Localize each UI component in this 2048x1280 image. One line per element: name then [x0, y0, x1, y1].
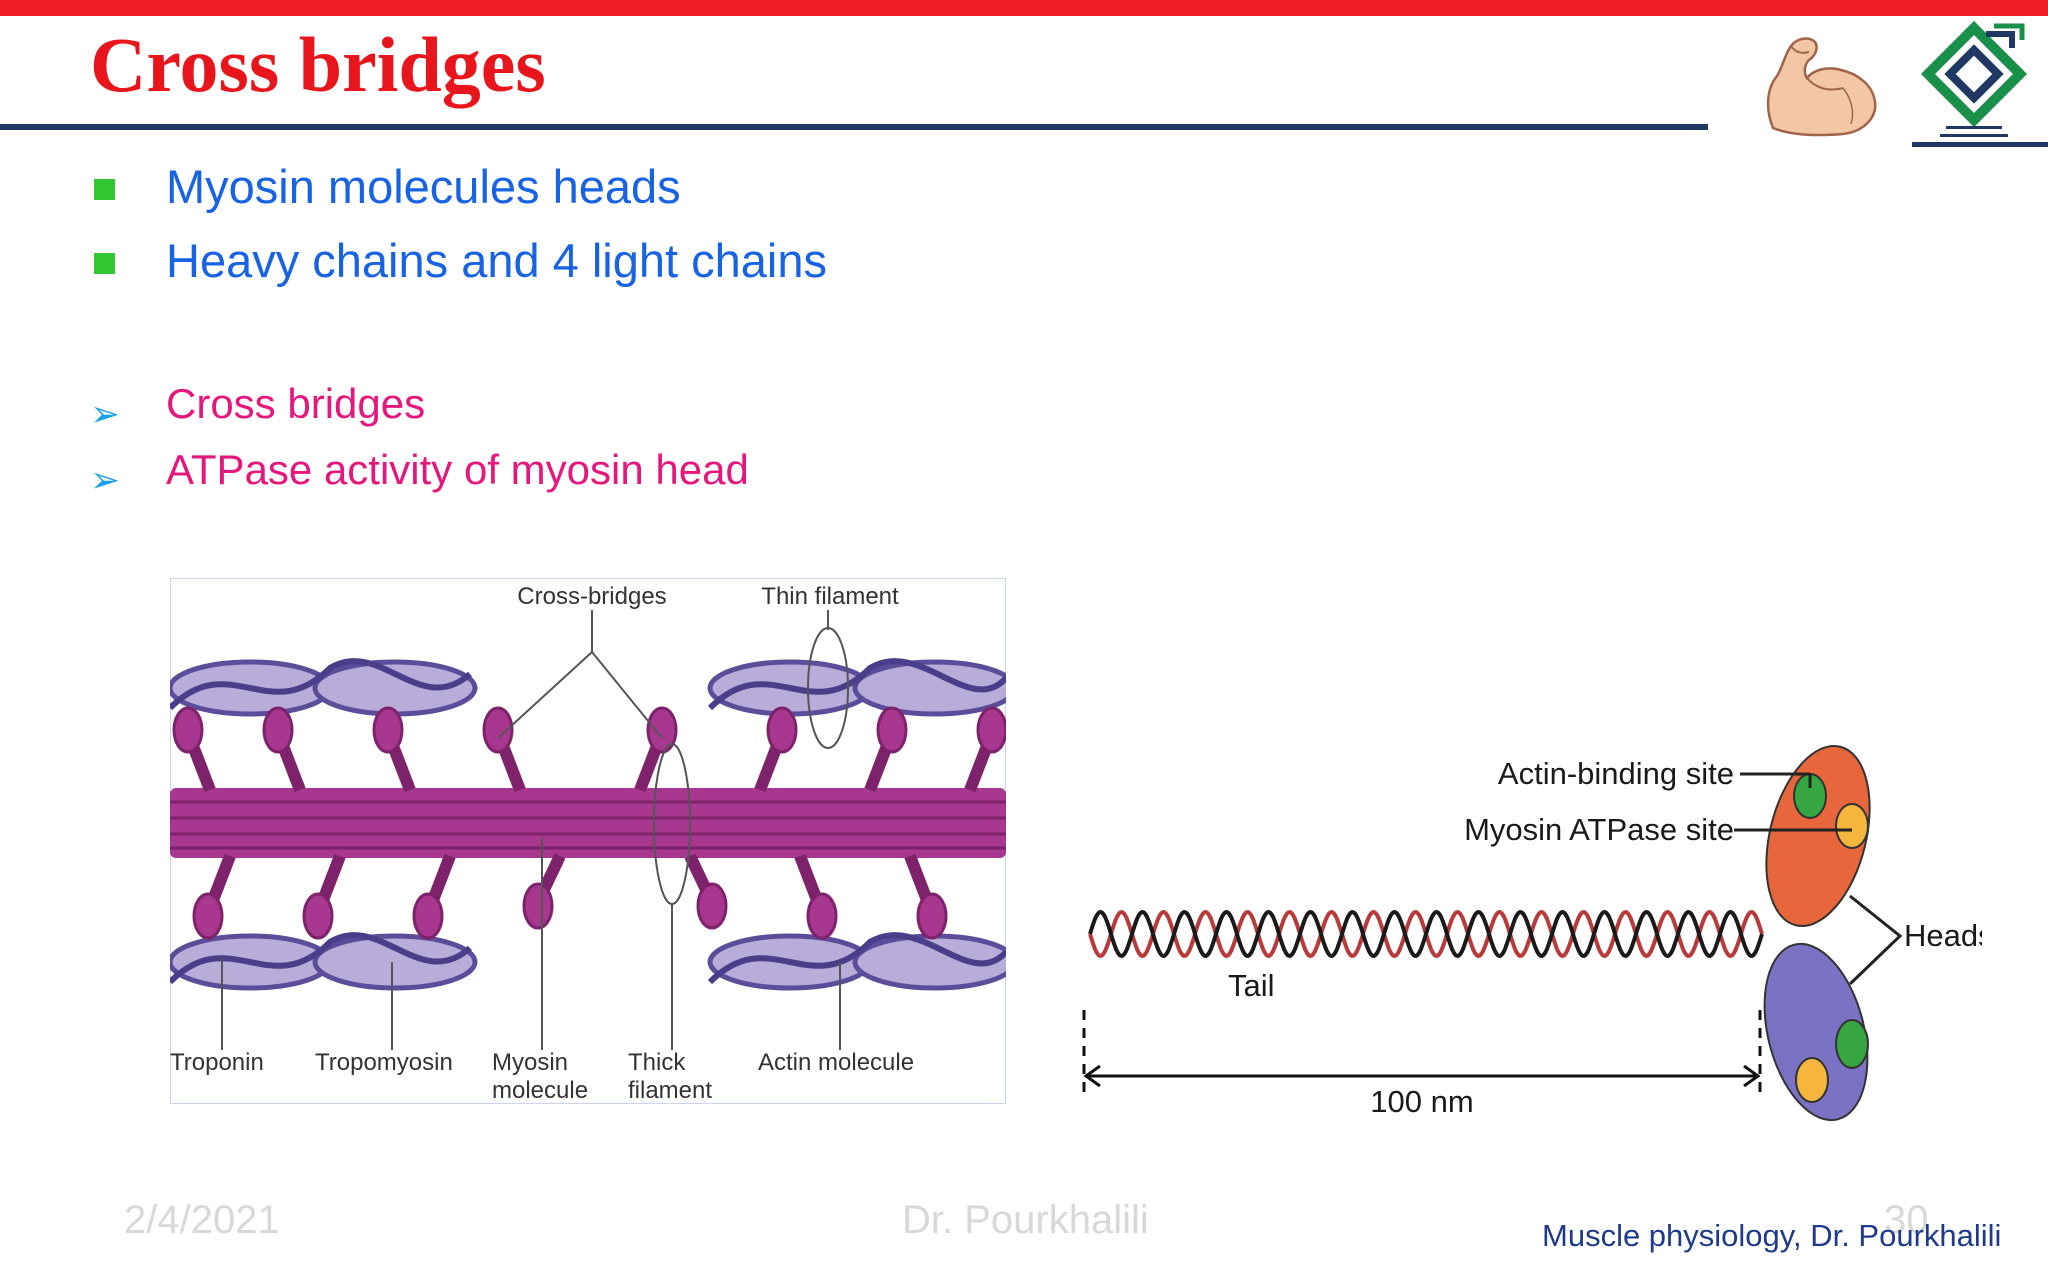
arrow-bullet-icon: ➢ — [90, 459, 121, 500]
filament-diagram: Cross-bridges Thin filament Troponin Tro… — [170, 578, 1006, 1104]
myosin-tail — [1088, 909, 1764, 959]
footer-page-number: 30 — [1884, 1198, 1929, 1242]
label-myosin-line1: Myosin — [492, 1049, 568, 1076]
label-length: 100 nm — [1370, 1084, 1473, 1119]
length-scale-bar — [1082, 1010, 1762, 1094]
university-logo-icon — [1920, 20, 2028, 137]
sub-bullet-text: Cross bridges — [166, 380, 426, 427]
flexed-arm-icon — [1766, 37, 1877, 137]
label-thick-line2: filament — [628, 1077, 712, 1104]
logo-underline — [1912, 142, 2048, 147]
footer-author: Dr. Pourkhalili — [902, 1198, 1149, 1242]
bullet-text: Heavy chains and 4 light chains — [166, 234, 828, 287]
label-actin-molecule: Actin molecule — [758, 1049, 914, 1076]
label-thin-filament: Thin filament — [761, 583, 899, 610]
myosin-head-bottom — [1763, 942, 1869, 1122]
square-bullet-icon — [94, 253, 115, 274]
thin-filament-bottom-right — [707, 932, 1006, 991]
thin-filament-top-left — [170, 658, 478, 717]
label-myosin-line2: molecule — [492, 1077, 588, 1104]
footer-date: 2/4/2021 — [124, 1198, 280, 1242]
footer-course-credit: Muscle physiology, Dr. Pourkhalili — [1542, 1218, 2002, 1253]
label-heads: Heads — [1904, 918, 1982, 953]
sub-bullet-text: ATPase activity of myosin head — [166, 446, 749, 493]
bullet-item: Heavy chains and 4 light chains — [90, 229, 827, 303]
title-underline — [0, 124, 1708, 130]
arrow-bullet-icon: ➢ — [90, 393, 121, 434]
thin-filament-bottom-left — [170, 932, 478, 991]
myosin-heads — [172, 706, 1006, 940]
myosin-head-top — [1765, 744, 1871, 928]
top-accent-bar — [0, 0, 2048, 16]
slide-title: Cross bridges — [90, 21, 546, 108]
sub-bullet-item: ➢ Cross bridges — [90, 372, 749, 438]
bullet-text: Myosin molecules heads — [166, 160, 681, 213]
label-thick-line1: Thick — [628, 1049, 686, 1076]
myosin-molecule-diagram: Actin-binding site Myosin ATPase site He… — [1082, 744, 1982, 1122]
label-tail: Tail — [1228, 968, 1275, 1003]
label-myosin-atpase-site: Myosin ATPase site — [1464, 812, 1734, 847]
bullet-item: Myosin molecules heads — [90, 155, 827, 229]
label-tropomyosin: Tropomyosin — [315, 1049, 453, 1076]
label-troponin: Troponin — [170, 1049, 264, 1076]
sub-bullet-item: ➢ ATPase activity of myosin head — [90, 438, 749, 504]
sub-bullet-list: ➢ Cross bridges ➢ ATPase activity of myosi… — [90, 372, 749, 504]
square-bullet-icon — [94, 179, 115, 200]
main-bullet-list: Myosin molecules heads Heavy chains and … — [90, 155, 827, 303]
label-actin-binding-site: Actin-binding site — [1498, 756, 1734, 791]
thick-filament — [170, 788, 1006, 858]
label-cross-bridges: Cross-bridges — [517, 583, 666, 610]
